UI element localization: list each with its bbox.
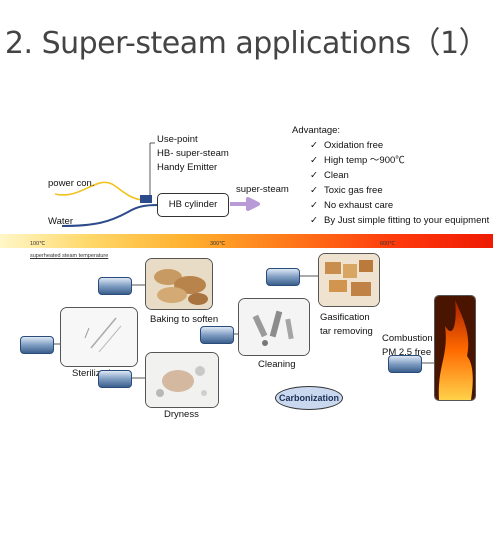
advantage-item: ✓Oxidation free — [310, 140, 384, 151]
hb-super-steam-label: HB- super-steam — [157, 148, 229, 159]
sterilization-image — [61, 308, 137, 366]
emitter-dryness — [98, 370, 132, 388]
check-icon: ✓ — [310, 185, 318, 196]
advantage-item: ✓By Just simple fitting to your equipmen… — [310, 215, 490, 226]
scale-600: 600℃ — [380, 241, 396, 247]
water-label: Water — [48, 216, 73, 227]
check-icon: ✓ — [310, 215, 318, 226]
page-title: 2. Super-steam applications（1） — [4, 26, 489, 61]
advantage-item: ✓High temp ～900℃ — [310, 155, 405, 166]
check-icon: ✓ — [310, 200, 318, 211]
super-steam-label: super-steam — [236, 184, 289, 195]
baking-label: Baking to soften — [150, 314, 219, 325]
scale-100: 100℃ — [30, 241, 46, 247]
power-label: power con. — [48, 178, 95, 189]
power-cable — [54, 181, 143, 201]
advantage-item: ✓Toxic gas free — [310, 185, 383, 196]
scale-caption: superheated steam temperature — [30, 253, 109, 259]
baking-image — [146, 259, 212, 309]
emitter-sterilization — [20, 336, 54, 354]
check-icon: ✓ — [310, 170, 318, 181]
emitter-cleaning — [200, 326, 234, 344]
gasification-label-1: Gasification — [320, 312, 370, 323]
dryness-image — [146, 353, 218, 407]
handy-emitter-label: Handy Emitter — [157, 162, 218, 173]
scale-300: 300℃ — [210, 241, 226, 247]
combustion-label-1: Combustion — [382, 333, 433, 344]
advantage-heading: Advantage: — [292, 125, 341, 136]
gasification-card — [318, 253, 380, 307]
cleaning-label: Cleaning — [258, 359, 296, 370]
combustion-label-2: PM 2.5 free — [382, 347, 432, 358]
plug — [140, 195, 152, 203]
hb-cylinder: HB cylinder — [157, 193, 229, 217]
water-pipe — [61, 204, 159, 227]
use-point-label: Use-point — [157, 134, 198, 145]
cleaning-image — [239, 299, 309, 355]
emitter-baking — [98, 277, 132, 295]
carbonization-badge: Carbonization — [275, 386, 343, 410]
advantage-item: ✓Clean — [310, 170, 349, 181]
emitter-gasification — [266, 268, 300, 286]
wood-image — [319, 254, 379, 306]
flame-image — [435, 296, 475, 400]
sterilization-card — [60, 307, 138, 367]
advantage-item: ✓No exhaust care — [310, 200, 394, 211]
sterilization-label: Sterilization — [72, 368, 122, 379]
check-icon: ✓ — [310, 140, 318, 151]
emitter-combustion — [388, 355, 422, 373]
check-icon: ✓ — [310, 155, 318, 166]
combustion-card — [434, 295, 476, 401]
baking-card — [145, 258, 213, 310]
super-steam-arrow — [230, 197, 260, 211]
dryness-card — [145, 352, 219, 408]
cleaning-card — [238, 298, 310, 356]
temperature-gradient-bar — [0, 234, 493, 248]
dryness-label: Dryness — [164, 409, 199, 420]
advantage-list: ✓Oxidation free ✓High temp ～900℃ ✓Clean … — [310, 138, 489, 228]
gasification-label-2: tar removing — [320, 326, 373, 337]
